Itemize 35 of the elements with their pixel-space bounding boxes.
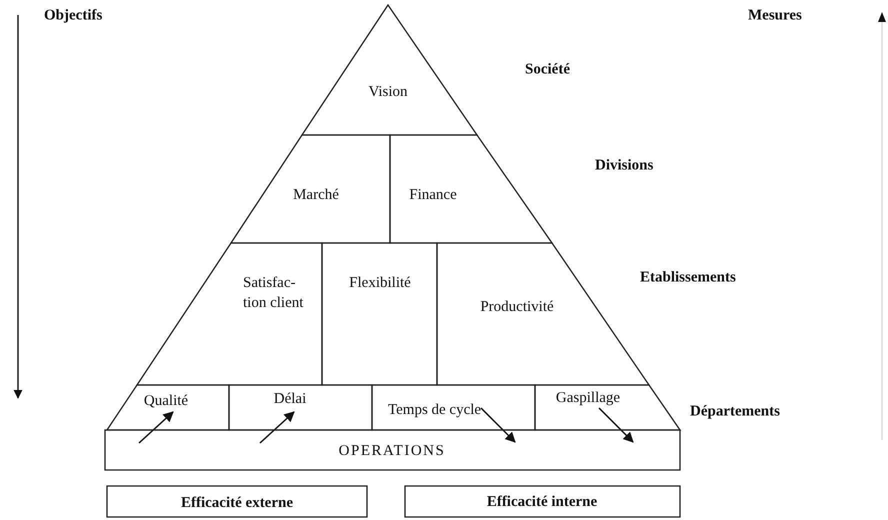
section-label: OPERATIONS — [338, 442, 446, 461]
section-label: Vision — [368, 82, 408, 102]
section-label: Temps de cycle — [388, 400, 482, 420]
pyramid-section — [535, 385, 680, 430]
section-label: Marché — [293, 186, 339, 205]
pyramid-section — [322, 243, 437, 385]
result-box — [405, 486, 680, 517]
arrow — [480, 407, 516, 443]
result-box — [107, 486, 367, 517]
operations-bar — [105, 430, 680, 470]
section-label: Qualité — [144, 392, 188, 411]
pyramid-section — [390, 135, 552, 243]
level-label: Divisions — [595, 158, 654, 174]
pyramid-section — [302, 5, 477, 135]
section-label: Efficacité interne — [486, 492, 598, 512]
section-label: Gaspillage — [556, 388, 620, 408]
section-label: Efficacité externe — [180, 494, 294, 513]
section-label: Délai — [274, 390, 306, 409]
section-label: Productivité — [480, 298, 554, 317]
pyramid-section — [137, 243, 322, 385]
arrow — [598, 407, 634, 443]
pyramid-section — [372, 385, 535, 430]
section-label: Satisfac- tion client — [243, 274, 304, 313]
section-label: Flexibilité — [349, 274, 411, 293]
pyramid-section — [107, 385, 229, 430]
arrow — [138, 411, 174, 444]
level-label: Société — [525, 62, 570, 78]
level-label: Mesures — [748, 8, 802, 24]
level-label: Départements — [690, 404, 780, 420]
level-label: Etablissements — [640, 270, 736, 286]
level-label: Objectifs — [44, 8, 102, 24]
section-label: Finance — [409, 186, 457, 205]
pyramid-section — [231, 135, 390, 243]
pyramid-section — [229, 385, 372, 430]
arrow — [260, 411, 295, 444]
